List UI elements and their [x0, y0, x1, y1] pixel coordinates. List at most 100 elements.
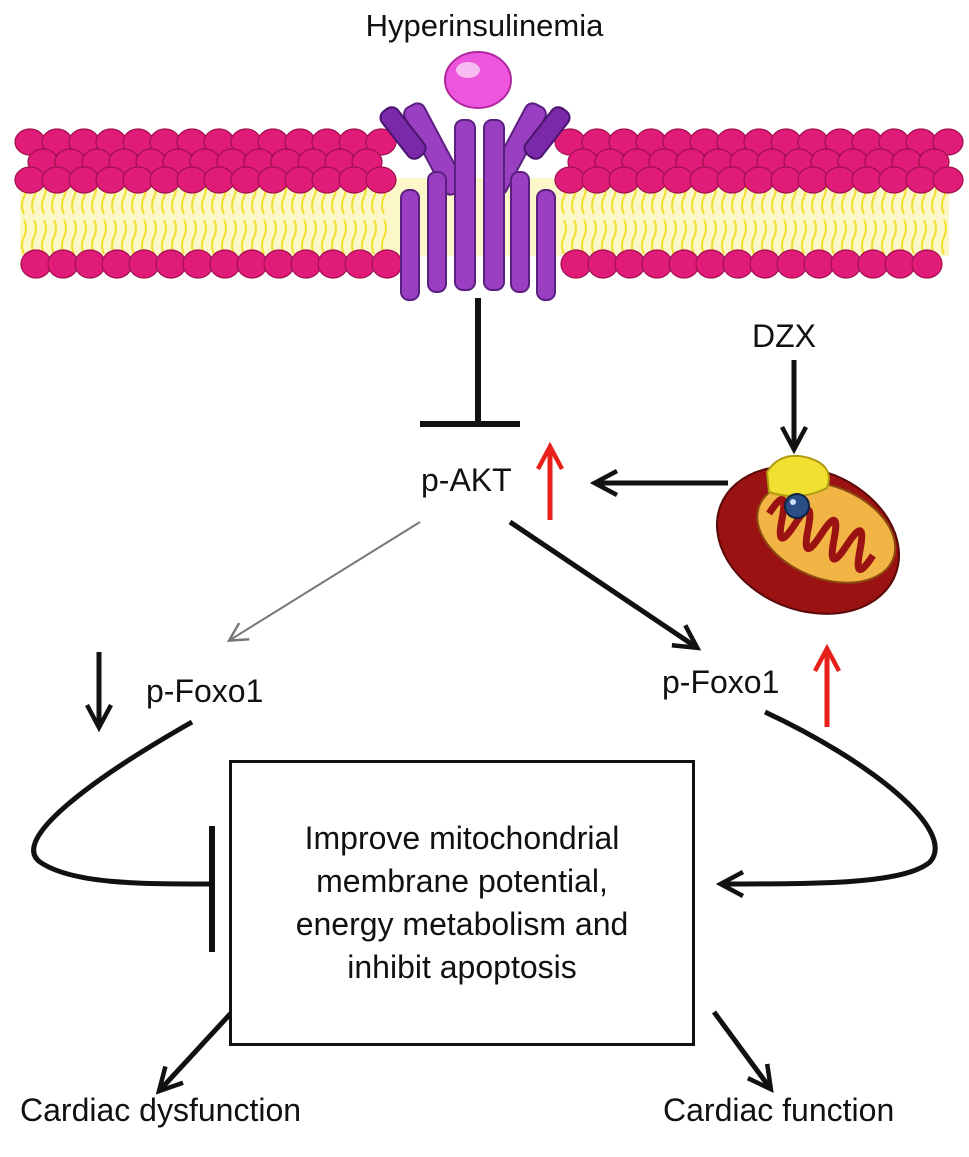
lipid-tail — [341, 219, 347, 255]
lipid-tail — [51, 219, 57, 255]
lipid-head — [290, 249, 322, 279]
lipid-tail — [621, 219, 627, 255]
lipid-tail — [261, 219, 267, 255]
effects-box-text: Improve mitochondrial membrane potential… — [295, 820, 629, 985]
lipid-tail — [381, 219, 387, 255]
lipid-head — [230, 166, 262, 194]
lipid-tail — [81, 219, 87, 255]
lipid-head — [749, 249, 781, 279]
akt-to-left-foxo1-arrow — [226, 521, 421, 642]
lipid-tail — [601, 219, 607, 255]
lipid-head — [68, 166, 100, 194]
lipid-tail — [761, 219, 767, 255]
potassium-ion — [784, 493, 810, 519]
lipid-tail — [891, 219, 897, 255]
lipid-tail — [351, 219, 357, 255]
lipid-tail — [31, 219, 37, 255]
lipid-tail — [941, 219, 947, 255]
lipid-tail — [691, 219, 697, 255]
lipid-head — [338, 166, 370, 194]
lipid-head — [689, 166, 721, 194]
effects-box: Improve mitochondrial membrane potential… — [229, 760, 695, 1046]
lipid-tail — [921, 219, 927, 255]
lipid-head — [851, 166, 883, 194]
cardiac-function-label: Cardiac function — [663, 1092, 895, 1128]
lipid-head — [932, 128, 964, 156]
lipid-head — [824, 166, 856, 194]
lipid-tail — [171, 219, 177, 255]
lipid-head — [803, 249, 835, 279]
lipid-tail — [731, 219, 737, 255]
lipid-head — [662, 166, 694, 194]
lipid-head — [128, 249, 160, 279]
p-akt-label: p-AKT — [421, 462, 512, 498]
lipid-tail — [241, 219, 247, 255]
lipid-head — [695, 249, 727, 279]
lipid-tail — [311, 219, 317, 255]
lipid-head — [722, 249, 754, 279]
lipid-head — [74, 249, 106, 279]
lipid-tail — [741, 219, 747, 255]
lipid-tail — [91, 219, 97, 255]
left-foxo1-inhibit-curve — [31, 719, 211, 887]
lipid-head — [911, 249, 943, 279]
lipid-tail — [191, 219, 197, 255]
lipid-tail — [701, 219, 707, 255]
ligand-highlight — [456, 62, 480, 78]
lipid-tail — [21, 219, 27, 255]
lipid-tail — [861, 219, 867, 255]
lipid-head — [587, 249, 619, 279]
lipid-head — [344, 249, 376, 279]
lipid-tail — [931, 219, 937, 255]
lipid-head — [182, 249, 214, 279]
lipid-tail — [791, 219, 797, 255]
lipid-head — [41, 166, 73, 194]
function-arrow — [711, 1010, 770, 1088]
lipid-head — [857, 249, 889, 279]
lipid-tail — [581, 219, 587, 255]
lipid-head — [560, 249, 592, 279]
insulin-receptor — [379, 102, 571, 301]
lipid-tail — [831, 219, 837, 255]
dzx-label: DZX — [752, 318, 816, 354]
lipid-tail — [571, 219, 577, 255]
lipid-tail — [281, 219, 287, 255]
lipid-tail — [751, 219, 757, 255]
lipid-tail — [811, 219, 817, 255]
lipid-tail — [141, 219, 147, 255]
lipid-tail — [271, 219, 277, 255]
lipid-head — [365, 128, 397, 156]
lipid-tail — [651, 219, 657, 255]
lipid-tail — [301, 219, 307, 255]
cardiac-dysfunction-label: Cardiac dysfunction — [20, 1092, 302, 1128]
lipid-head — [311, 166, 343, 194]
lipid-head — [668, 249, 700, 279]
left-p-foxo1-label: p-Foxo1 — [146, 673, 264, 709]
lipid-tail — [121, 219, 127, 255]
lipid-head — [122, 166, 154, 194]
lipid-head — [236, 249, 268, 279]
lipid-head — [317, 249, 349, 279]
lipid-tail — [871, 219, 877, 255]
lipid-head — [95, 166, 127, 194]
lipid-tail — [221, 219, 227, 255]
lipid-head — [263, 249, 295, 279]
lipid-head — [641, 249, 673, 279]
dysfunction-arrow — [160, 1010, 234, 1090]
lipid-tail — [671, 219, 677, 255]
lipid-head — [905, 166, 937, 194]
lipid-tail — [251, 219, 257, 255]
lipid-tail — [231, 219, 237, 255]
lipid-tail — [611, 219, 617, 255]
lipid-head — [554, 166, 586, 194]
lipid-tail — [821, 219, 827, 255]
lipid-head — [878, 166, 910, 194]
lipid-head — [581, 166, 613, 194]
lipid-tail — [321, 219, 327, 255]
lipid-tail — [201, 219, 207, 255]
lipid-tail — [151, 219, 157, 255]
lipid-head — [47, 249, 79, 279]
lipid-head — [365, 166, 397, 194]
